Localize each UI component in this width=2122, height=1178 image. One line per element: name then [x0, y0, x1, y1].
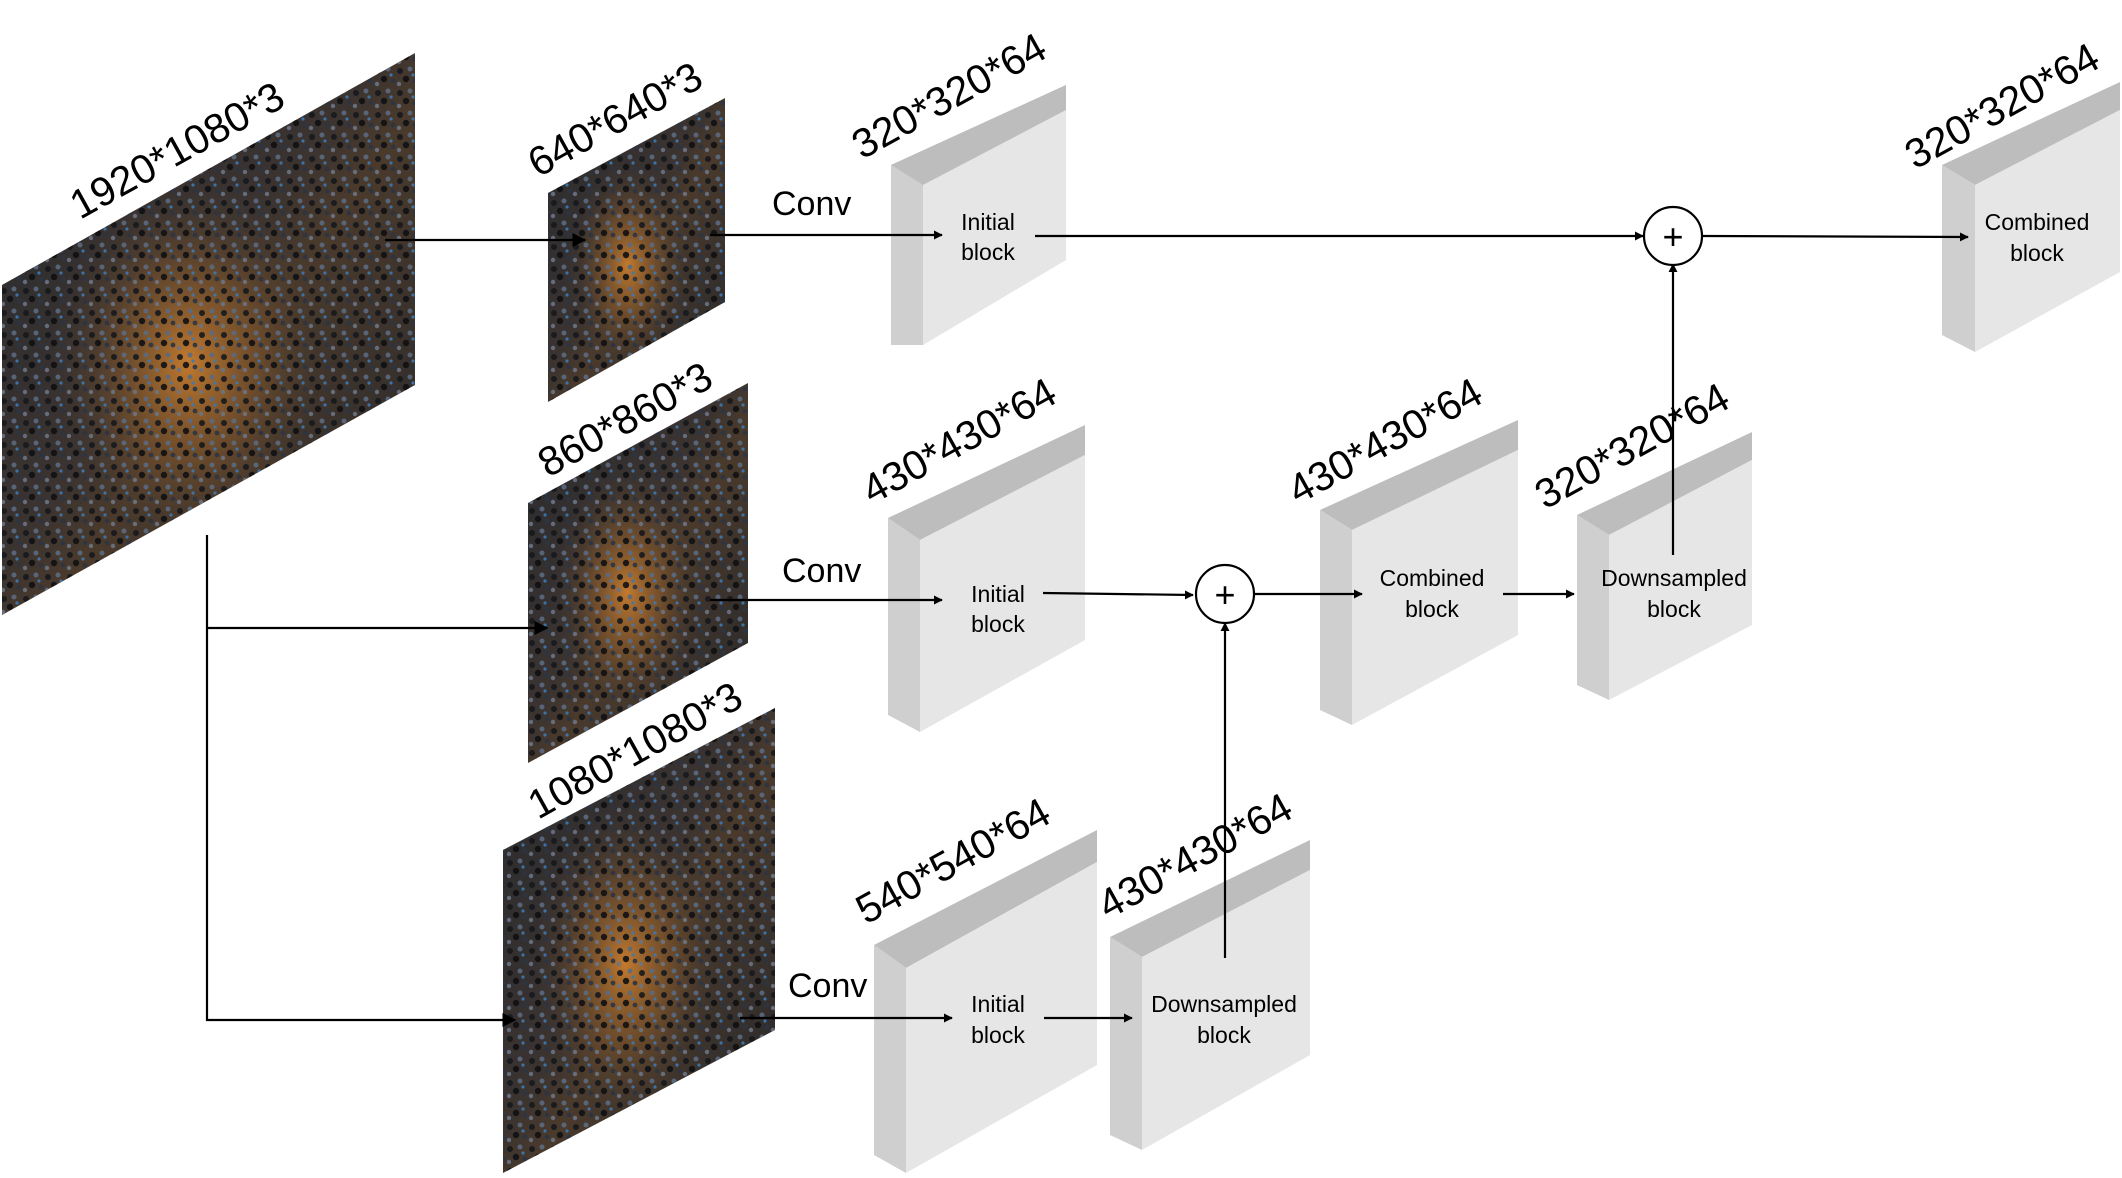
row2-combined-line2: block — [1405, 596, 1459, 622]
row1-add-node: + — [1642, 205, 1704, 267]
row2-downsampled-line2: block — [1647, 596, 1701, 622]
row1-add-symbol: + — [1662, 216, 1683, 257]
row2-add-symbol: + — [1214, 574, 1235, 615]
row3-conv-label: Conv — [788, 967, 867, 1005]
row2-add-node: + — [1194, 563, 1256, 625]
row2-downsampled-block — [1577, 432, 1752, 700]
image-640 — [548, 98, 725, 402]
connectors — [205, 230, 1969, 1027]
row1-initial-block — [891, 85, 1066, 345]
row1-combined-line2: block — [2010, 240, 2064, 266]
image-860 — [528, 383, 748, 763]
row1-combined-line1: Combined — [1985, 209, 2090, 235]
row2-conv-label: Conv — [782, 552, 861, 590]
row2-initial-line2: block — [971, 611, 1025, 637]
row2-combined-line1: Combined — [1380, 565, 1485, 591]
row2-downsampled-line1: Downsampled — [1601, 565, 1747, 591]
row3-downsampled-line1: Downsampled — [1151, 991, 1297, 1017]
row3-initial-block — [874, 830, 1097, 1173]
row1-conv-label: Conv — [772, 185, 851, 223]
row2-combined-block — [1320, 420, 1518, 725]
row3-initial-line1: Initial — [971, 991, 1025, 1017]
row2-initial-block — [888, 425, 1085, 732]
row2-initial-line1: Initial — [971, 581, 1025, 607]
image-1080 — [503, 708, 775, 1173]
row3-initial-line2: block — [971, 1022, 1025, 1048]
row3-downsampled-line2: block — [1197, 1022, 1251, 1048]
row3-downsampled-block — [1110, 840, 1310, 1150]
input-image — [2, 53, 415, 615]
row1-combined-block — [1942, 82, 2120, 352]
row1-initial-line1: Initial — [961, 209, 1015, 235]
row1-initial-line2: block — [961, 239, 1015, 265]
